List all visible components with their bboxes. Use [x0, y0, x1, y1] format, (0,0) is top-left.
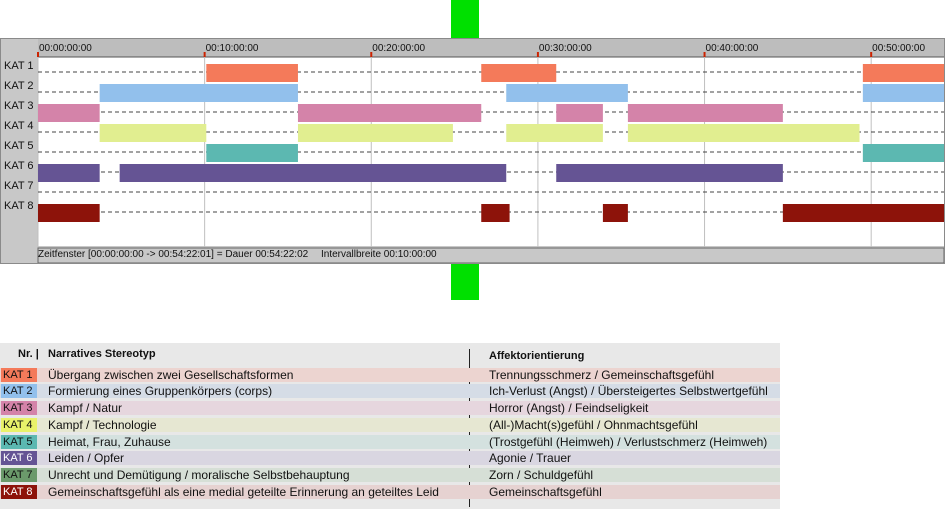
timeline-bar-kat-1 — [206, 64, 298, 82]
category-label: KAT 5 — [4, 140, 34, 152]
timeline-bar-kat-4 — [506, 124, 603, 142]
legend-row-background — [0, 401, 780, 415]
timeline-bar-kat-6 — [556, 164, 783, 182]
legend-row-background — [0, 451, 780, 465]
timeline-bar-kat-8 — [481, 204, 510, 222]
legend-row-background — [0, 368, 780, 382]
legend-code: KAT 8 — [1, 485, 37, 499]
category-label: KAT 2 — [4, 80, 34, 92]
legend-stereotyp: Gemeinschaftsgefühl als eine medial gete… — [48, 485, 439, 499]
legend-row-kat-6: KAT 6 Leiden / Opfer Agonie / Trauer — [0, 450, 780, 465]
legend-affekt: Gemeinschaftsgefühl — [489, 485, 602, 499]
time-tick-label: 00:10:00:00 — [206, 43, 259, 54]
legend-affekt: Agonie / Trauer — [489, 451, 572, 465]
category-label: KAT 3 — [4, 100, 34, 112]
legend-header-affekt: Affektorientierung — [489, 350, 585, 362]
timeline-bar-kat-2 — [99, 84, 298, 102]
legend-affekt: Trennungsschmerz / Gemeinschaftsgefühl — [489, 368, 714, 382]
time-tick-label: 00:00:00:00 — [39, 43, 92, 54]
timeline-bar-kat-5 — [206, 144, 298, 162]
legend-row-kat-5: KAT 5 Heimat, Frau, Zuhause (Trostgefühl… — [0, 434, 780, 449]
time-tick-label: 00:20:00:00 — [372, 43, 425, 54]
timeline-bar-kat-8 — [38, 204, 100, 222]
playhead-marker-bottom — [451, 264, 479, 300]
legend-row-kat-8: KAT 8 Gemeinschaftsgefühl als eine media… — [0, 484, 780, 499]
time-tick-label: 00:30:00:00 — [539, 43, 592, 54]
legend-row-kat-2: KAT 2 Formierung eines Gruppenkörpers (c… — [0, 383, 780, 398]
status-strip — [37, 247, 944, 263]
time-tick-label: 00:50:00:00 — [872, 43, 925, 54]
timeline-bar-kat-1 — [862, 64, 944, 82]
legend-affekt: Ich-Verlust (Angst) / Übersteigertes Sel… — [489, 384, 768, 398]
legend-row-background — [0, 485, 780, 499]
timeline-bar-kat-8 — [602, 204, 628, 222]
status-bar: Zeitfenster [00:00:00:00 -> 00:54:22:01]… — [38, 248, 943, 262]
time-tick-label: 00:40:00:00 — [706, 43, 759, 54]
status-time-window: Zeitfenster [00:00:00:00 -> 00:54:22:01]… — [38, 249, 309, 260]
legend-stereotyp: Heimat, Frau, Zuhause — [48, 435, 171, 449]
legend-code: KAT 1 — [1, 368, 37, 382]
legend-code: KAT 7 — [1, 468, 37, 482]
category-legend-table: Nr. | Narratives Stereotyp Affektorienti… — [0, 343, 780, 509]
time-ruler — [38, 39, 944, 57]
timeline-bar-kat-3 — [38, 104, 100, 122]
timeline-bar-kat-3 — [556, 104, 603, 122]
legend-affekt: (All-)Macht(s)gefühl / Ohnmachtsgefühl — [489, 418, 698, 432]
legend-stereotyp: Unrecht und Demütigung / moralische Selb… — [48, 468, 350, 482]
timeline-bar-kat-3 — [297, 104, 482, 122]
category-label: KAT 4 — [4, 120, 34, 132]
legend-row-kat-1: KAT 1 Übergang zwischen zwei Gesellschaf… — [0, 367, 780, 382]
legend-row-background — [0, 468, 780, 482]
legend-stereotyp: Formierung eines Gruppenkörpers (corps) — [48, 384, 273, 398]
timeline-bar-kat-4 — [99, 124, 207, 142]
timeline-bar-kat-1 — [481, 64, 557, 82]
timeline-bar-kat-4 — [297, 124, 453, 142]
legend-row-background — [0, 384, 780, 398]
legend-code: KAT 6 — [1, 451, 37, 465]
legend-header-stereotyp: Narratives Stereotyp — [48, 348, 156, 360]
category-label: KAT 7 — [4, 180, 34, 192]
legend-stereotyp: Kampf / Technologie — [48, 418, 157, 432]
playhead-marker-top — [451, 0, 479, 38]
legend-affekt: Horror (Angst) / Feindseligkeit — [489, 401, 649, 415]
category-label: KAT 1 — [4, 60, 34, 72]
timeline-bar-kat-2 — [506, 84, 628, 102]
legend-stereotyp: Übergang zwischen zwei Gesellschaftsform… — [48, 368, 294, 382]
legend-code: KAT 5 — [1, 435, 37, 449]
legend-row-kat-4: KAT 4 Kampf / Technologie (All-)Macht(s)… — [0, 417, 780, 432]
legend-code: KAT 2 — [1, 384, 37, 398]
legend-row-kat-3: KAT 3 Kampf / Natur Horror (Angst) / Fei… — [0, 400, 780, 415]
timeline-bar-kat-5 — [862, 144, 944, 162]
legend-stereotyp: Kampf / Natur — [48, 401, 123, 415]
legend-affekt: Zorn / Schuldgefühl — [489, 468, 594, 482]
status-interval-width: Intervallbreite 00:10:00:00 — [320, 249, 437, 260]
category-label: KAT 8 — [4, 200, 34, 212]
legend-header-nr: Nr. | — [18, 348, 39, 360]
timeline-bar-kat-4 — [627, 124, 860, 142]
timeline-bar-kat-6 — [38, 164, 100, 182]
timeline-bar-kat-2 — [862, 84, 944, 102]
legend-stereotyp: Leiden / Opfer — [48, 451, 125, 465]
timeline-bar-kat-6 — [119, 164, 507, 182]
legend-row-background — [0, 418, 780, 432]
timeline-bar-kat-8 — [782, 204, 944, 222]
legend-row-kat-7: KAT 7 Unrecht und Demütigung / moralisch… — [0, 467, 780, 482]
legend-code: KAT 4 — [1, 418, 37, 432]
timeline-chart: 00:00:00:00 00:10:00:00 00:20:00:00 00:30:0… — [0, 38, 945, 264]
legend-code: KAT 3 — [1, 401, 37, 415]
timeline-plot: 00:00:00:00 00:10:00:00 00:20:00:00 00:30:0… — [4, 39, 944, 263]
category-label: KAT 6 — [4, 160, 34, 172]
legend-row-background — [0, 435, 780, 449]
legend-affekt: (Trostgefühl (Heimweh) / Verlustschmerz … — [489, 435, 768, 449]
timeline-bar-kat-3 — [627, 104, 783, 122]
